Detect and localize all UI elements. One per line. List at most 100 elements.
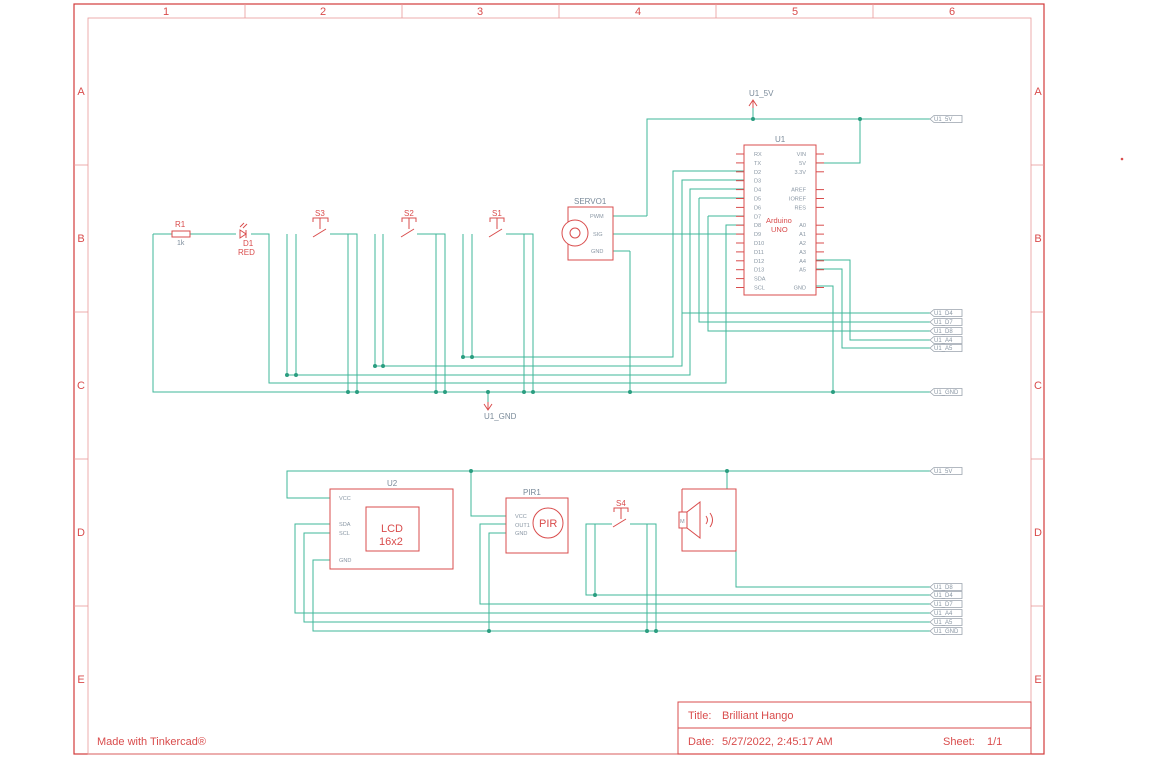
net-tag [929, 609, 963, 617]
col-label-1: 1 [163, 6, 169, 18]
u1-left-pin-label: SDA [754, 277, 766, 283]
net-tag-label: U1_5V [934, 117, 952, 123]
row-label-c-right: C [1034, 380, 1042, 392]
junctions [285, 117, 862, 633]
u2-pin-vcc: VCC [339, 496, 351, 502]
s1-ref: S1 [492, 209, 502, 218]
net-tag [929, 336, 963, 344]
title-block: Title: Brilliant Hango Date: 5/27/2022, … [677, 701, 1032, 755]
outer-frame [73, 3, 1045, 755]
net-tag-label: U1_D7 [934, 320, 953, 326]
r1-ref: R1 [175, 220, 186, 229]
pir-sensor: PIR1 PIR VCC OUT1 GND [505, 488, 569, 554]
row-label-a: A [77, 86, 85, 98]
col-label-4: 4 [635, 6, 641, 18]
u1-right-pin-label: 5V [799, 161, 806, 167]
led-d1: D1 RED [238, 222, 255, 257]
u2-pin-sda: SDA [339, 522, 351, 528]
row-label-b-right: B [1034, 233, 1041, 245]
net-tag [929, 327, 963, 335]
net-tag [929, 600, 963, 608]
wires-top [152, 106, 930, 404]
sheet-value: 1/1 [987, 736, 1002, 748]
gnd-symbol: U1_GND [483, 402, 517, 421]
servo-pin-pwm: PWM [590, 214, 604, 220]
col-label-6: 6 [949, 6, 955, 18]
net-tag-label: U1_A4 [934, 611, 953, 617]
s2-ref: S2 [404, 209, 414, 218]
net-tag-label: U1_A4 [934, 338, 953, 344]
lcd-u2: U2 LCD 16x2 VCC SDA SCL GND [329, 479, 454, 570]
net-tag-label: U1_5V [934, 469, 952, 475]
u1-right-pin-label: A5 [799, 268, 806, 274]
u1-right-pin-label: GND [794, 286, 806, 292]
row-labels-right: A B C D E [1034, 86, 1042, 686]
net-tag [929, 583, 963, 591]
servo-servo1: SERVO1 PWM SIG GND [561, 197, 614, 261]
speaker: M [678, 488, 737, 552]
sheet-label: Sheet: [943, 736, 975, 748]
r1-value: 1k [177, 240, 185, 247]
col-label-3: 3 [477, 6, 483, 18]
u1-left-pin-label: SCL [754, 286, 765, 292]
col-label-2: 2 [320, 6, 326, 18]
column-labels: 1 2 3 4 5 6 [163, 6, 955, 18]
net-tag-label: U1_D7 [934, 602, 953, 608]
row-label-b: B [77, 233, 84, 245]
u1-right-pin-label: RES [794, 205, 806, 211]
servo-pin-sig: SIG [593, 232, 603, 238]
u1-right-pin-label: A1 [799, 232, 806, 238]
u1-left-pin-label: RX [754, 152, 762, 158]
u1-left-pin-label: D10 [754, 241, 764, 247]
u1-left-pin-label: D3 [754, 179, 761, 185]
inner-frame [87, 17, 1032, 755]
row-label-a-right: A [1034, 86, 1042, 98]
u1-left-pin-label: D6 [754, 205, 761, 211]
net-tag-label: U1_GND [934, 629, 959, 635]
net-tag-label: U1_D4 [934, 593, 953, 599]
net-tag [929, 467, 963, 475]
u1-left-pin-label: D7 [754, 214, 761, 220]
u1-right-pin-label: A0 [799, 223, 806, 229]
gnd-label: U1_GND [484, 412, 517, 421]
net-tag [929, 591, 963, 599]
u1-left-pin-label: D13 [754, 268, 764, 274]
servo-ref: SERVO1 [574, 197, 607, 206]
net-tag-label: U1_A5 [934, 620, 953, 626]
row-labels-left: A B C D E [77, 86, 85, 686]
pir-pin-out: OUT1 [515, 523, 530, 529]
pir-pin-gnd: GND [515, 531, 527, 537]
pir-text: PIR [539, 518, 557, 530]
u1-right-pin-label: 3.3V [794, 170, 806, 176]
title-value: Brilliant Hango [722, 710, 794, 722]
wires-bottom [286, 470, 930, 632]
net-tag-label: U1_A5 [934, 346, 953, 352]
u2-text1: LCD [381, 523, 403, 535]
resistor-r1: R1 1k [171, 220, 191, 247]
u1-left-pin-label: D11 [754, 250, 764, 256]
date-value: 5/27/2022, 2:45:17 AM [722, 736, 833, 748]
u1-left-pin-label: D12 [754, 259, 764, 265]
net-tag [929, 318, 963, 326]
net-tag [929, 388, 963, 396]
u1-right-pin-label: A4 [799, 259, 806, 265]
net-tag-label: U1_D8 [934, 329, 953, 335]
speaker-mark: M [680, 519, 685, 525]
row-label-e: E [77, 674, 84, 686]
u1-left-pin-label: D5 [754, 197, 761, 203]
column-dividers [244, 4, 874, 18]
net-tag-label: U1_GND [934, 390, 959, 396]
switch-s1: S1 [488, 209, 505, 238]
u1-right-pin-label: A2 [799, 241, 806, 247]
u2-pin-gnd: GND [339, 558, 351, 564]
u1-left-pin-label: D2 [754, 170, 761, 176]
pir-pin-vcc: VCC [515, 514, 527, 520]
net-tag [929, 115, 963, 123]
switch-s4: S4 [612, 499, 629, 528]
u2-ref: U2 [387, 479, 398, 488]
servo-pin-gnd: GND [591, 249, 603, 255]
u1-ref: U1 [775, 135, 786, 144]
u1-name1: Arduino [766, 216, 792, 225]
